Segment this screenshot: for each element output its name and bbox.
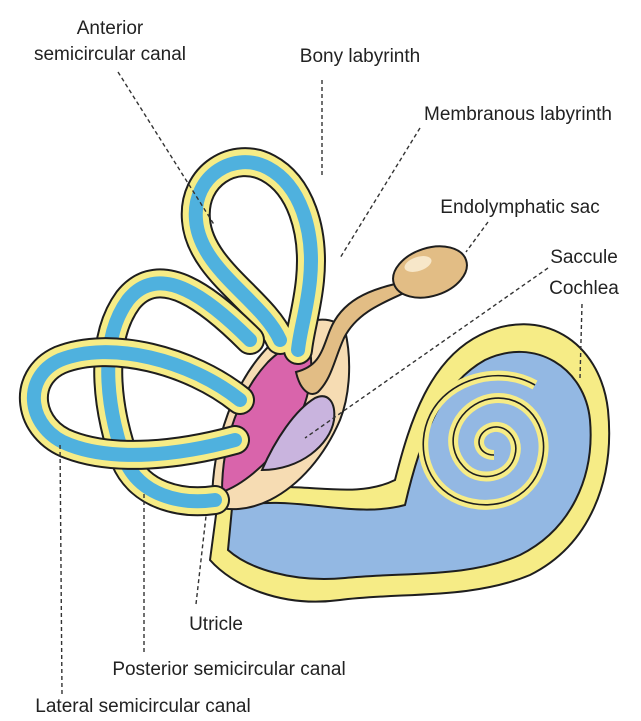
label-endolymphatic-sac: Endolymphatic sac [440,197,599,218]
label-bony-labyrinth: Bony labyrinth [300,46,420,67]
label-anterior-line2: semicircular canal [34,44,186,65]
label-saccule: Saccule [550,247,618,268]
leader-endolymphatic [466,222,488,252]
label-anterior-line1: Anterior [77,18,144,39]
label-lateral-canal: Lateral semicircular canal [35,696,250,717]
leader-anterior [118,72,215,226]
leader-utricle [196,516,206,604]
label-posterior-canal: Posterior semicircular canal [112,659,345,680]
leader-lateral [60,442,62,694]
label-utricle: Utricle [189,614,243,635]
label-membranous-labyrinth: Membranous labyrinth [424,104,612,125]
lateral-canal [34,352,240,455]
leader-membranous [340,128,420,258]
label-cochlea: Cochlea [549,278,619,299]
